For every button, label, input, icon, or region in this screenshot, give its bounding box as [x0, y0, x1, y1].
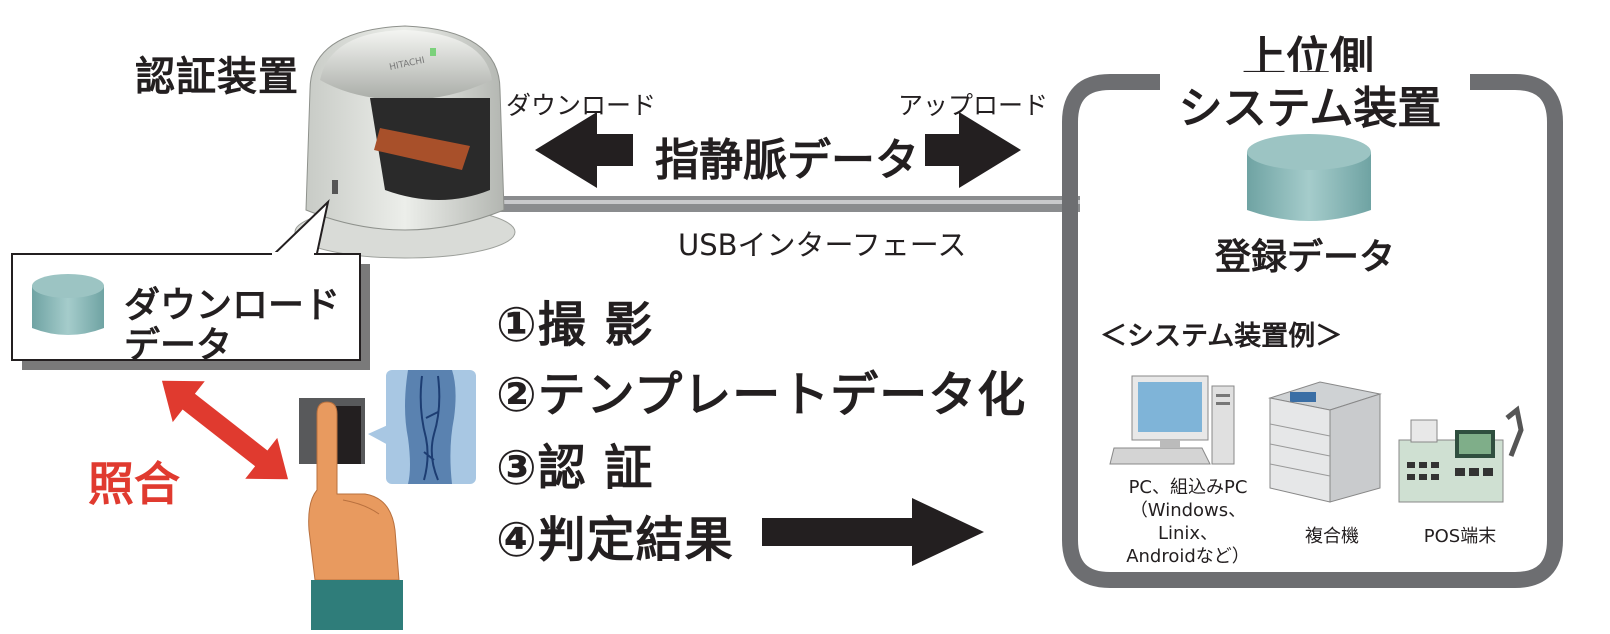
match-double-arrow — [161, 380, 289, 480]
match-label: 照合 — [88, 457, 180, 511]
pos-label: POS端末 — [1423, 526, 1497, 547]
pc-label: PC、組込みPC （Windows、Linix、 Androidなど） — [1108, 476, 1268, 568]
vein-data-label: 指静脈データ — [655, 135, 919, 186]
download-label: ダウンロード — [506, 91, 657, 120]
pc-label-line3: Androidなど） — [1126, 546, 1250, 567]
system-examples-label: ＜システム装置例＞ — [1100, 321, 1343, 352]
hitachi-device-icon: HITACHI — [294, 25, 516, 259]
download-arrow — [535, 112, 633, 188]
host-title-line2: システム装置 — [1170, 72, 1450, 136]
step-result: ④判定結果 — [496, 512, 734, 568]
pos-terminal-icon — [1398, 405, 1524, 503]
pc-label-line2: （Windows、Linix、 — [1129, 500, 1247, 544]
step-authenticate: ③認 証 — [496, 440, 654, 496]
callout-label-line1: ダウンロード — [124, 285, 341, 326]
registered-data-label: 登録データ — [1214, 237, 1395, 278]
step-capture: ①撮 影 — [496, 297, 654, 353]
pc-label-line1: PC、組込みPC — [1128, 477, 1248, 498]
mfp-label: 複合機 — [1305, 526, 1359, 547]
callout-label-line2: データ — [124, 325, 233, 366]
vein-image-icon — [368, 370, 476, 484]
upload-arrow — [925, 112, 1021, 188]
mfp-icon — [1268, 381, 1382, 503]
pc-icon — [1109, 375, 1235, 465]
usb-interface-label: USBインターフェース — [678, 228, 967, 262]
finger-icon — [299, 398, 403, 630]
database-icon — [1247, 134, 1371, 221]
result-arrow — [762, 498, 984, 566]
upload-label: アップロード — [898, 91, 1049, 120]
device-title: 認証装置 — [135, 54, 299, 100]
database-icon — [32, 274, 104, 335]
step-template: ②テンプレートデータ化 — [496, 367, 1027, 423]
